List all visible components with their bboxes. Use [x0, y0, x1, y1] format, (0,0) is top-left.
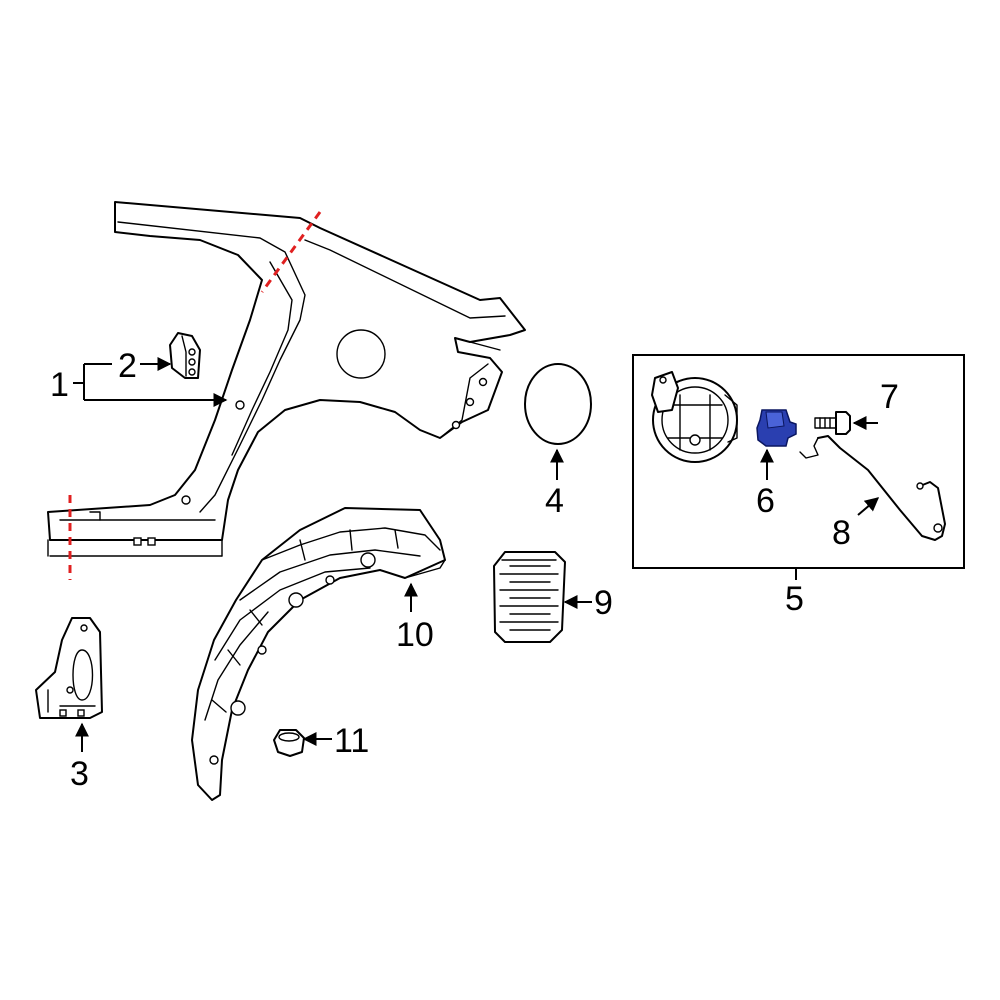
bracket-icon[interactable]	[169, 332, 201, 379]
callout-2: 2	[118, 347, 137, 385]
extension-panel-icon[interactable]	[35, 617, 103, 719]
release-cable-icon[interactable]	[799, 435, 946, 541]
nut-icon[interactable]	[273, 729, 305, 757]
vent-icon[interactable]	[493, 551, 566, 643]
callout-9: 9	[594, 584, 613, 622]
fuel-door-icon[interactable]	[524, 363, 592, 445]
wheelhouse-liner-icon[interactable]	[191, 507, 446, 801]
leader-1	[73, 363, 226, 400]
callout-5: 5	[785, 580, 804, 618]
quarter-panel-icon[interactable]	[47, 201, 526, 557]
callout-4: 4	[545, 482, 564, 520]
callout-1: 1	[50, 366, 69, 404]
cut-line-roof	[260, 211, 322, 293]
bolt-icon[interactable]	[814, 411, 851, 435]
callout-6: 6	[756, 482, 775, 520]
assembly-box	[632, 354, 965, 569]
leader-8	[857, 497, 880, 516]
callout-7: 7	[880, 378, 899, 416]
callout-8: 8	[832, 514, 851, 552]
callout-3: 3	[70, 755, 89, 793]
callout-11: 11	[334, 722, 369, 760]
actuator-icon[interactable]	[756, 409, 797, 447]
fuel-housing-icon[interactable]	[651, 371, 738, 463]
callout-10: 10	[396, 616, 434, 654]
